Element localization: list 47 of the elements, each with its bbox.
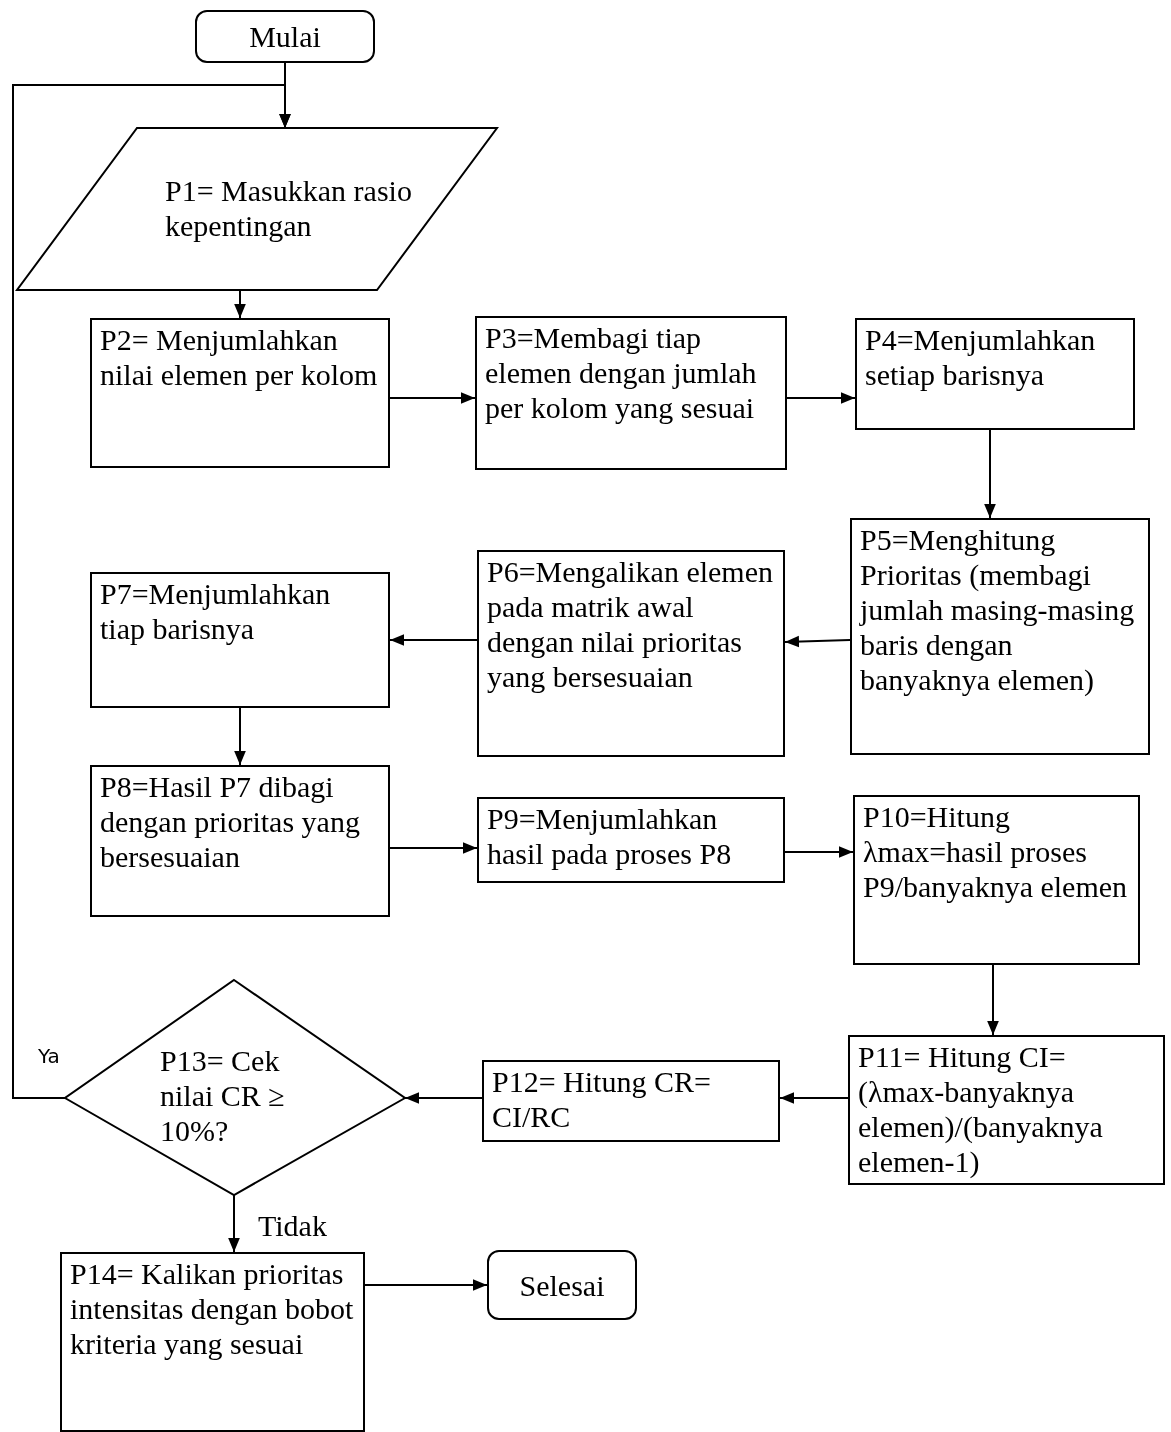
arrow xyxy=(228,1194,240,1253)
process-box xyxy=(90,572,390,708)
process-box xyxy=(90,765,390,917)
step-text: P9=Menjumlahkan hasil pada proses P8 xyxy=(487,801,733,871)
decision-diamond xyxy=(65,980,405,1195)
arrow xyxy=(784,846,854,858)
step-text: P8=Hasil P7 dibagi dengan prioritas yang bersesuaian xyxy=(100,769,361,874)
arrow xyxy=(784,635,851,648)
arrow xyxy=(389,842,478,854)
step-text: P5=Menghitung Prioritas (membagi jumlah masing-masing baris dengan banyaknya elemen) xyxy=(860,522,1136,697)
process-box xyxy=(853,795,1140,965)
process-box xyxy=(848,1035,1165,1185)
arrow xyxy=(779,1092,849,1104)
step-text: P11= Hitung CI= (λmax-banyaknya elemen)/(banyaknya elemen-1) xyxy=(858,1039,1104,1179)
terminal-box xyxy=(487,1250,637,1320)
step-text: P14= Kalikan prioritas intensitas dengan bobot kriteria yang sesuai xyxy=(70,1256,355,1361)
step-text: P6=Mengalikan elemen pada matrik awal dengan nilai prioritas yang bersesuaian xyxy=(487,554,774,694)
arrow xyxy=(234,707,246,766)
step-text: P1= Masukkan rasio kepentingan xyxy=(165,173,413,243)
process-box xyxy=(477,550,785,757)
process-box xyxy=(90,318,390,468)
arrow xyxy=(404,1092,483,1104)
process-box xyxy=(477,797,785,883)
process-box xyxy=(482,1060,780,1142)
step-text: Selesai xyxy=(519,1267,605,1303)
terminal-box xyxy=(195,10,375,63)
arrow xyxy=(389,634,478,646)
process-box xyxy=(475,316,787,470)
step-text: P12= Hitung CR= CI/RC xyxy=(492,1064,712,1134)
step-text: P13= Cek nilai CR ≥ 10%? xyxy=(160,1043,286,1148)
step-text: P7=Menjumlahkan tiap barisnya xyxy=(100,576,332,646)
step-text: Mulai xyxy=(249,19,321,54)
step-text: P4=Menjumlahkan setiap barisnya xyxy=(865,322,1097,392)
process-box xyxy=(855,318,1135,430)
arrow xyxy=(987,964,999,1036)
process-box xyxy=(60,1252,365,1432)
step-text: P3=Membagi tiap elemen dengan jumlah per kolom yang sesuai xyxy=(485,320,758,425)
arrow xyxy=(984,429,996,519)
step-text: P10=Hitung λmax=hasil proses P9/banyaknya elemen xyxy=(863,799,1129,904)
arrow xyxy=(364,1279,488,1291)
arrow xyxy=(234,289,246,319)
arrow xyxy=(12,84,291,1099)
input-parallelogram xyxy=(17,128,497,290)
arrow xyxy=(786,392,856,404)
arrow xyxy=(389,392,476,404)
step-text: P2= Menjumlahkan nilai elemen per kolom xyxy=(100,322,379,392)
process-box xyxy=(850,518,1150,755)
